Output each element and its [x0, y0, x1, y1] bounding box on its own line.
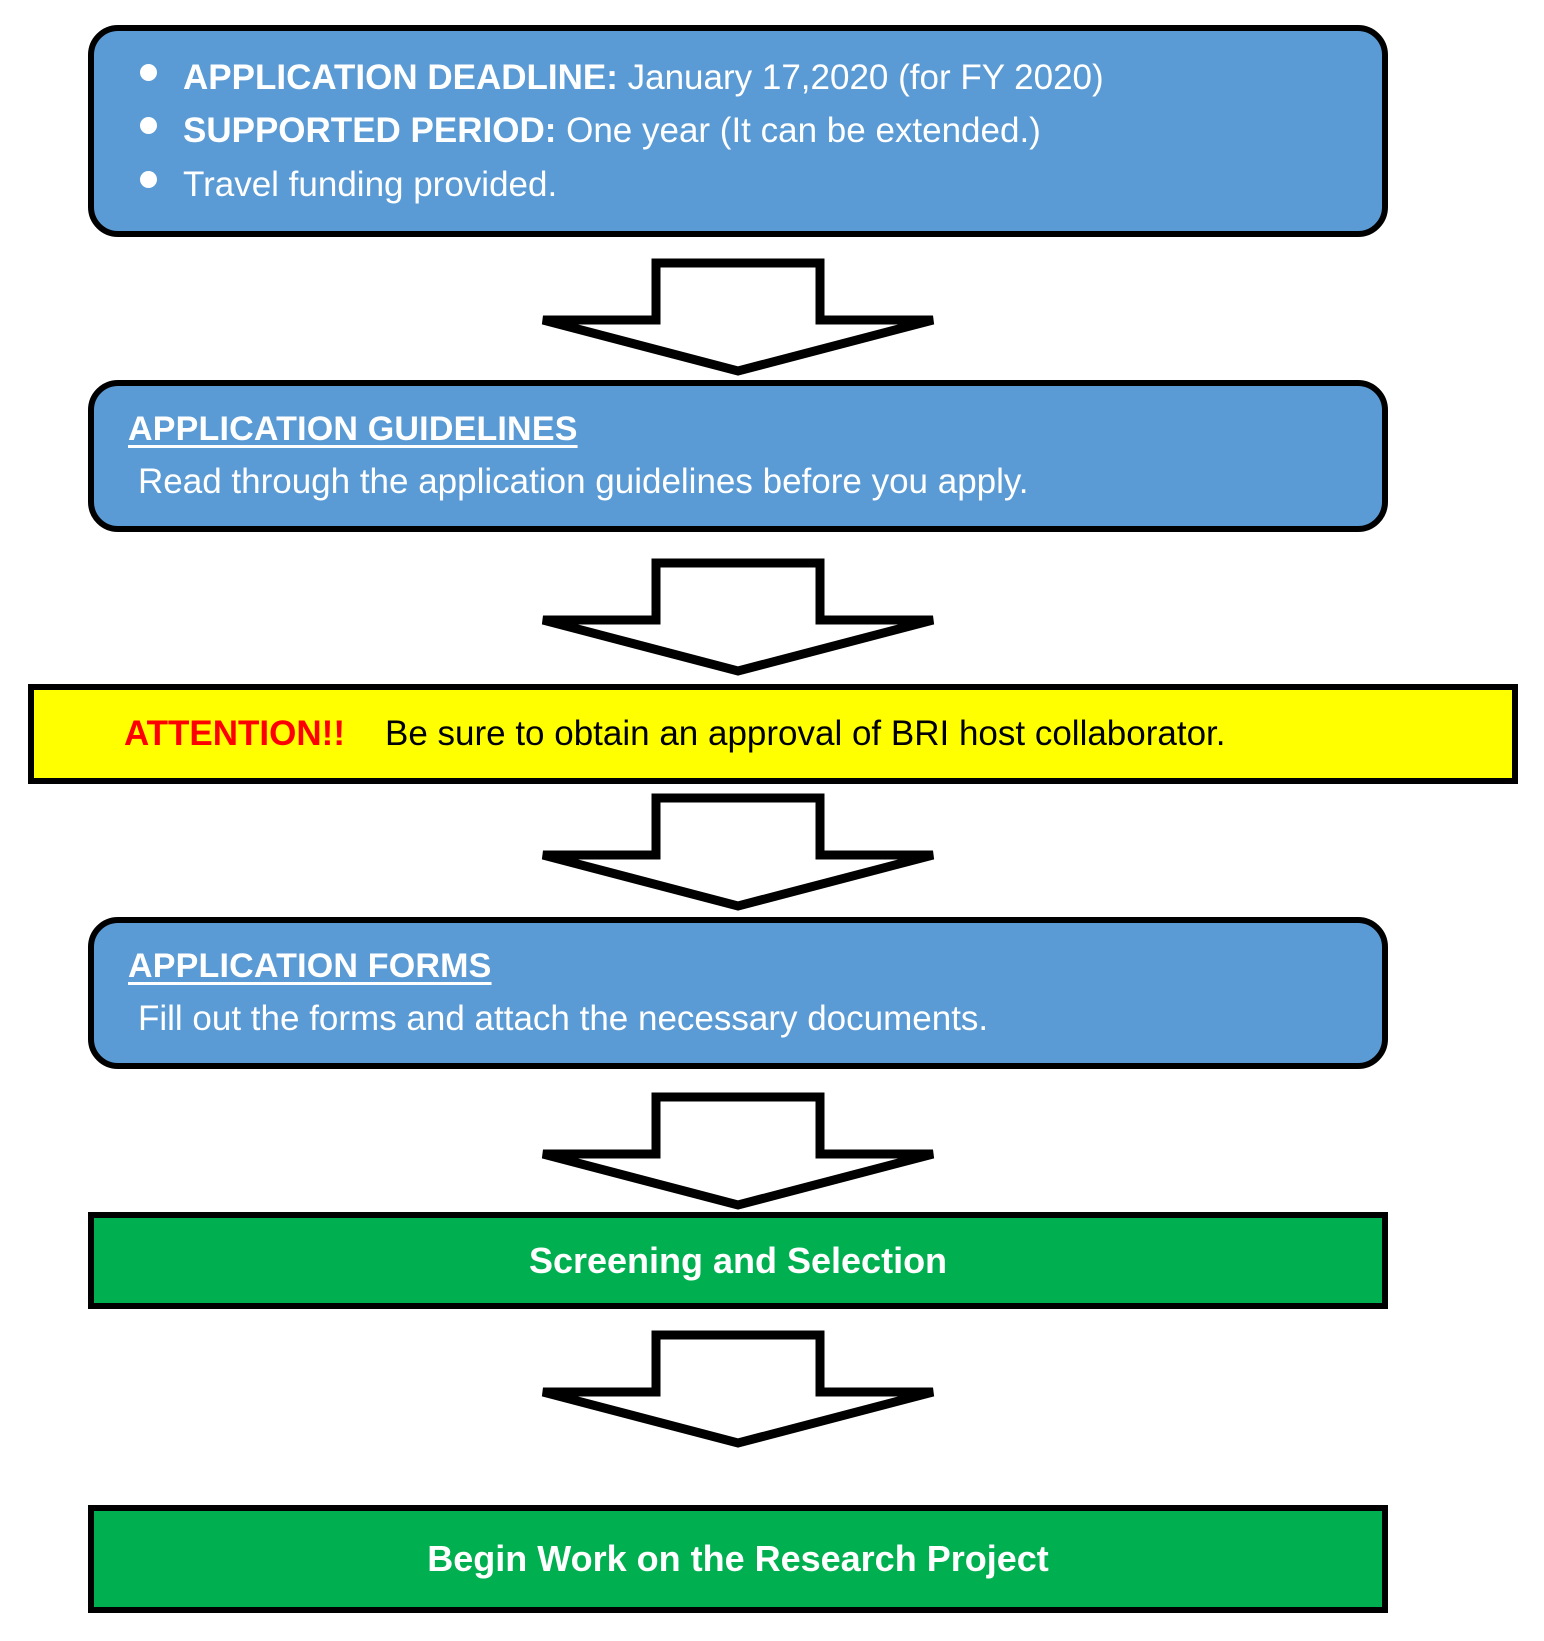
step-title: APPLICATION FORMS	[128, 947, 492, 985]
down-arrow-icon	[538, 258, 938, 376]
bullet-value: January 17,2020 (for FY 2020)	[617, 58, 1104, 98]
bullet-dot-icon	[140, 170, 157, 188]
bullet-label: APPLICATION DEADLINE:	[183, 58, 618, 98]
info-bullet-list: APPLICATION DEADLINE: January 17,2020 (f…	[94, 51, 1382, 211]
bullet-dot-icon	[140, 64, 157, 82]
bullet-label: SUPPORTED PERIOD:	[183, 111, 557, 151]
outcome-label: Begin Work on the Research Project	[427, 1538, 1049, 1579]
bullet-dot-icon	[140, 117, 157, 135]
step-application-guidelines: APPLICATION GUIDELINES Read through the …	[88, 380, 1388, 532]
outcome-screening-and-selection: Screening and Selection	[88, 1212, 1388, 1309]
list-item: Travel funding provided.	[140, 158, 1382, 211]
step-subtitle: Read through the application guidelines …	[138, 462, 1029, 501]
down-arrow-icon	[538, 793, 938, 911]
step-application-forms: APPLICATION FORMS Fill out the forms and…	[88, 917, 1388, 1069]
step-subtitle: Fill out the forms and attach the necess…	[138, 999, 989, 1038]
attention-keyword: ATTENTION!!	[124, 714, 345, 753]
bullet-value: Travel funding provided.	[183, 164, 558, 204]
outcome-label: Screening and Selection	[528, 1239, 948, 1281]
info-box: APPLICATION DEADLINE: January 17,2020 (f…	[88, 25, 1388, 237]
list-item: APPLICATION DEADLINE: January 17,2020 (f…	[140, 51, 1382, 104]
bullet-value: One year (It can be extended.)	[556, 111, 1041, 151]
step-title: APPLICATION GUIDELINES	[128, 410, 578, 448]
attention-message: Be sure to obtain an approval of BRI hos…	[384, 714, 1226, 753]
list-item: SUPPORTED PERIOD: One year (It can be ex…	[140, 104, 1382, 157]
down-arrow-icon	[538, 558, 938, 676]
outcome-begin-work: Begin Work on the Research Project	[88, 1505, 1388, 1613]
attention-banner: ATTENTION!! Be sure to obtain an approva…	[28, 684, 1518, 784]
attention-row: ATTENTION!! Be sure to obtain an approva…	[34, 714, 1512, 754]
down-arrow-icon	[538, 1092, 938, 1210]
down-arrow-icon	[538, 1330, 938, 1448]
